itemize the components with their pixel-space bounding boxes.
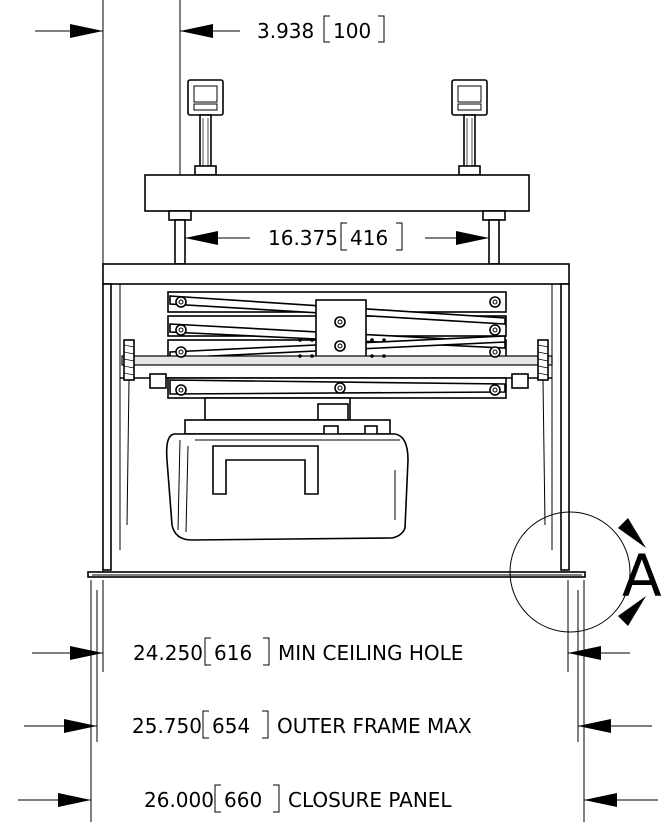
dim-ceiling-hole-note: MIN CEILING HOLE — [278, 641, 463, 665]
dim-top-offset-imperial: 3.938 — [257, 19, 314, 43]
dim-bolt-spacing-metric: 416 — [350, 226, 388, 250]
dim-top-offset-metric: 100 — [333, 19, 371, 43]
pivot-bolts — [175, 296, 501, 396]
closure-panel-trim — [87, 571, 586, 578]
dim-closure-panel-metric: 660 — [224, 788, 262, 812]
dim-closure-panel-note: CLOSURE PANEL — [288, 788, 452, 812]
ceiling-clamps — [187, 79, 488, 176]
dim-ceiling-hole-imperial: 24.250 — [133, 641, 203, 665]
dim-closure-panel-imperial: 26.000 — [144, 788, 214, 812]
scissor-mechanism — [120, 291, 553, 399]
dimension-closure-panel: 26.000 660 CLOSURE PANEL — [18, 784, 658, 813]
dimension-top-offset: 3.938 100 — [35, 15, 385, 43]
clamp-left — [187, 79, 224, 176]
dimension-outer-frame: 25.750 654 OUTER FRAME MAX — [24, 710, 652, 739]
projector-assembly — [165, 397, 409, 541]
dim-ceiling-hole-metric: 616 — [214, 641, 252, 665]
support-rods — [168, 210, 506, 265]
detail-callout: A — [509, 511, 662, 633]
dim-bolt-spacing-imperial: 16.375 — [268, 226, 338, 250]
clamp-right — [451, 79, 488, 176]
dim-outer-frame-metric: 654 — [212, 714, 250, 738]
dim-outer-frame-note: OUTER FRAME MAX — [277, 714, 472, 738]
detail-callout-letter: A — [622, 542, 662, 610]
lift-frame — [102, 263, 570, 571]
adjustment-holes — [298, 338, 386, 358]
dimension-ceiling-hole: 24.250 616 MIN CEILING HOLE — [32, 637, 630, 666]
mounting-plate — [144, 174, 530, 212]
dim-outer-frame-imperial: 25.750 — [132, 714, 202, 738]
tension-springs — [123, 339, 549, 526]
dimension-bolt-spacing: 16.375 416 — [185, 222, 489, 251]
